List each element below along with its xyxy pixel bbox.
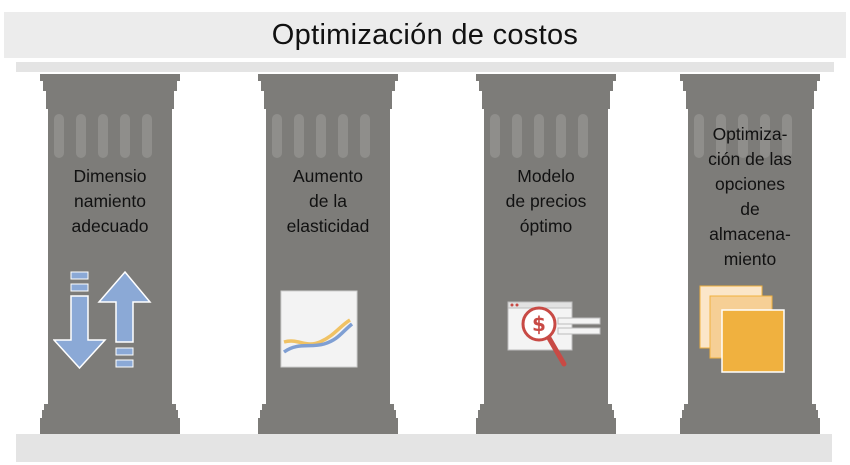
- pillar-label: Dimensio namiento adecuado: [40, 164, 180, 239]
- label-line: óptimo: [519, 216, 573, 236]
- pillar-label: Aumento de la elasticidad: [258, 164, 398, 239]
- pillar-shape: [258, 74, 398, 434]
- pillar-pricing-model: Modelo de precios óptimo $: [476, 72, 616, 436]
- label-line: Dimensio: [73, 166, 147, 186]
- label-line: Optimiza-: [712, 124, 788, 144]
- svg-text:$: $: [532, 312, 546, 336]
- base-slab: [16, 434, 832, 462]
- pillar-elasticity: Aumento de la elasticidad: [258, 72, 398, 436]
- elasticity-wave-chart-icon: [280, 290, 358, 368]
- price-magnifier-icon: $: [507, 301, 601, 367]
- label-line: de: [740, 199, 760, 219]
- pillar-label: Modelo de precios óptimo: [476, 164, 616, 239]
- label-line: ción de las: [708, 149, 792, 169]
- label-line: Aumento: [292, 166, 364, 186]
- diagram-title: Optimización de costos: [271, 18, 579, 51]
- title-bar: Optimización de costos: [4, 12, 846, 58]
- label-line: Modelo: [517, 166, 575, 186]
- resize-arrows-icon: [53, 270, 152, 370]
- entablature: [16, 62, 834, 72]
- storage-stack-icon: [699, 285, 785, 373]
- pillar-rightsizing: Dimensio namiento adecuado: [40, 72, 180, 436]
- pillar-shape: [40, 74, 180, 434]
- label-line: adecuado: [71, 216, 149, 236]
- label-line: miento: [723, 249, 777, 269]
- label-line: opciones: [714, 174, 786, 194]
- pillar-shape: [476, 74, 616, 434]
- pillar-label: Optimiza- ción de las opciones de almace…: [680, 122, 820, 272]
- label-line: almacena-: [709, 224, 791, 244]
- pillar-storage-optimization: Optimiza- ción de las opciones de almace…: [680, 72, 820, 436]
- label-line: namiento: [74, 191, 146, 211]
- label-line: de la: [309, 191, 347, 211]
- label-line: de precios: [505, 191, 587, 211]
- label-line: elasticidad: [286, 216, 370, 236]
